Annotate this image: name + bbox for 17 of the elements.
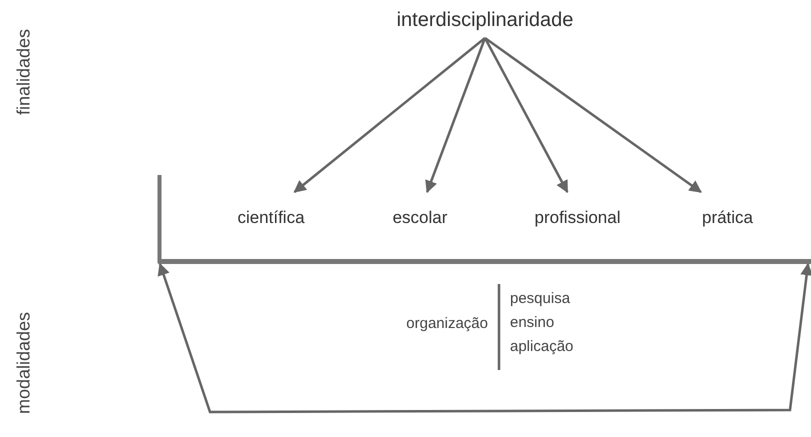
text-label: ensino	[510, 314, 554, 331]
text-label: organização	[405, 315, 488, 332]
arrow	[158, 262, 811, 414]
node-label: profissional	[495, 206, 660, 230]
side-label: modalidades	[14, 312, 34, 414]
arrow	[484, 36, 702, 194]
node-label: prática	[675, 206, 780, 230]
arrow	[484, 37, 568, 194]
node-label: científica	[205, 206, 337, 230]
text-label: aplicação	[510, 338, 574, 355]
node-label: interdisciplinaridade	[380, 6, 590, 34]
arrow	[294, 37, 486, 193]
text-label: pesquisa	[510, 290, 570, 307]
arrow	[425, 38, 486, 194]
node-label: escolar	[365, 206, 475, 230]
horizontal-bar	[158, 259, 811, 264]
side-label: finalidades	[14, 28, 34, 116]
